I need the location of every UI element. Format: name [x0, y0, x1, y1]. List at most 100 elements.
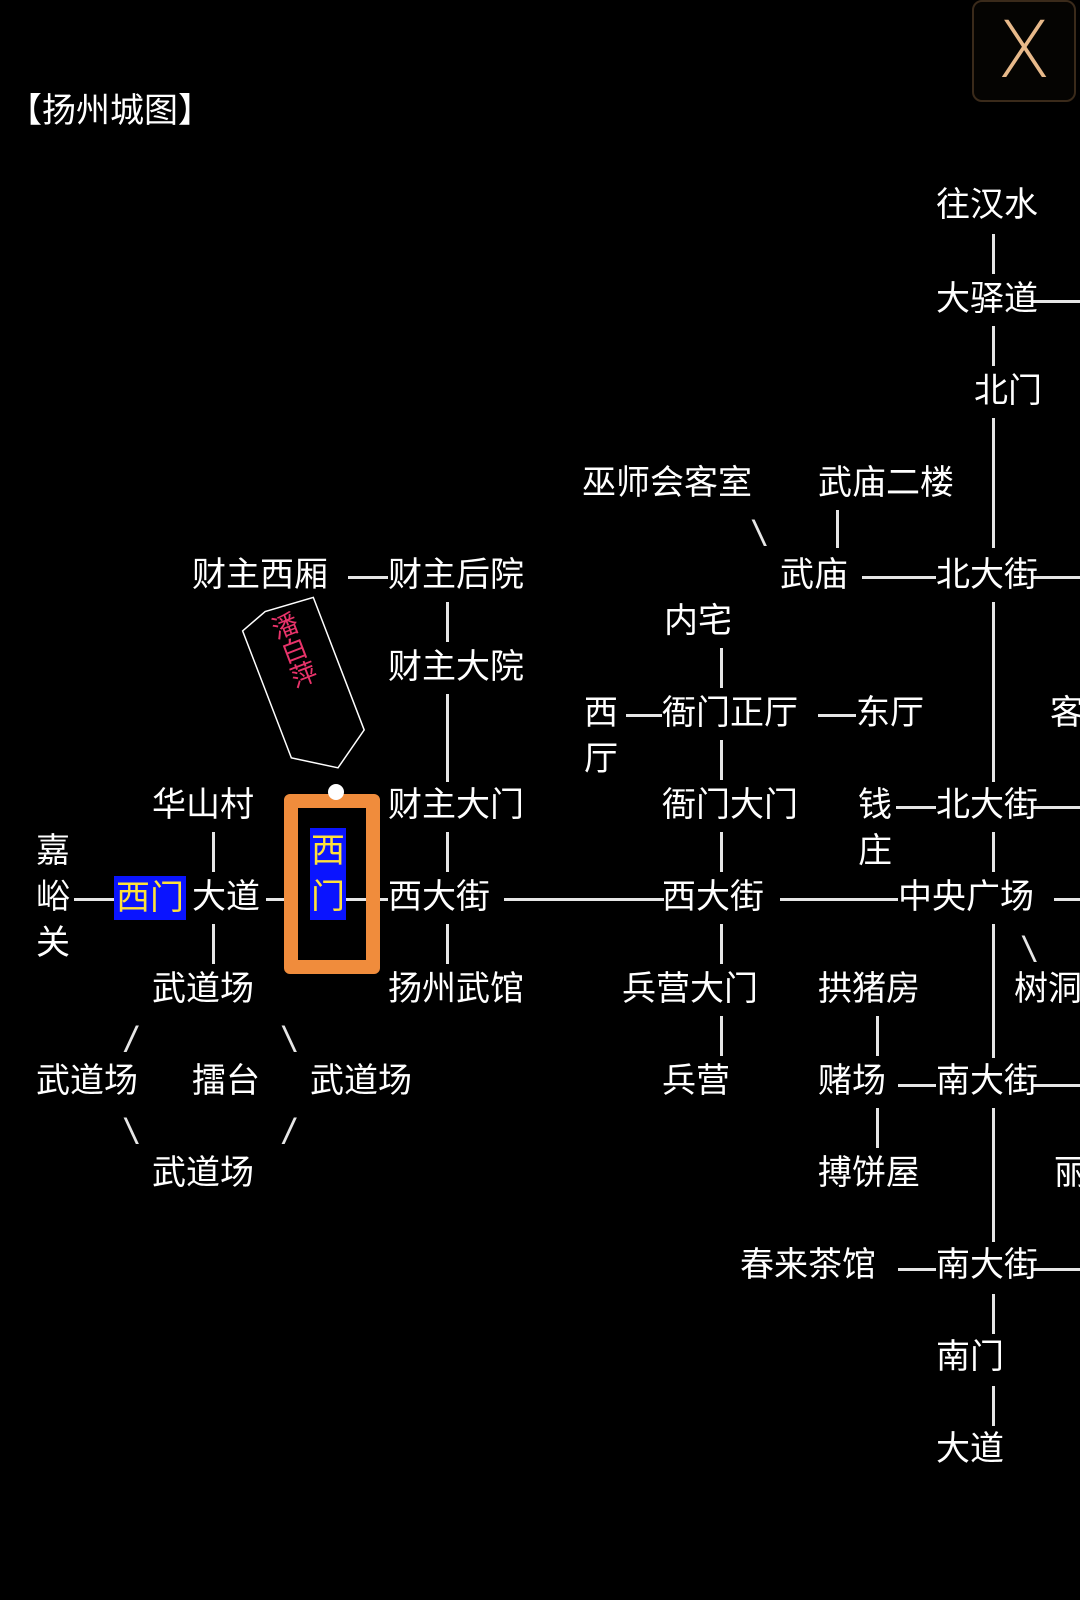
location-dadao[interactable]: 大道	[936, 1429, 1004, 1469]
path-connector	[818, 714, 856, 717]
path-connector-diagonal: /	[122, 1019, 142, 1057]
path-connector	[1032, 576, 1080, 579]
location-neizhai[interactable]: 内宅	[664, 601, 732, 641]
location-chunlai-chaguan[interactable]: 春来茶馆	[740, 1245, 876, 1285]
path-connector-diagonal: \	[1020, 929, 1040, 967]
path-connector	[992, 1108, 995, 1242]
location-ximen-current[interactable]: 西	[310, 828, 346, 874]
location-wushi-keshi[interactable]: 巫师会客室	[582, 463, 752, 503]
player-marker: 潘白萍	[241, 596, 366, 769]
location-wudaochang[interactable]: 武道场	[152, 969, 254, 1009]
path-connector	[1032, 1268, 1080, 1271]
path-connector	[780, 898, 898, 901]
location-wumiao[interactable]: 武庙	[780, 555, 848, 595]
path-connector	[720, 740, 723, 780]
path-connector	[626, 714, 662, 717]
location-yamen-damen[interactable]: 衙门大门	[662, 785, 798, 825]
location-dongting[interactable]: 东厅	[856, 693, 924, 733]
path-connector	[876, 1108, 879, 1148]
location-caizhu-damen[interactable]: 财主大门	[388, 785, 524, 825]
location-jiayuguan[interactable]: 峪	[36, 877, 70, 917]
path-connector	[446, 924, 449, 964]
location-da-yi-dao[interactable]: 大驿道	[936, 279, 1038, 319]
path-connector	[992, 234, 995, 274]
location-xi-dajie[interactable]: 西大街	[662, 877, 764, 917]
path-connector	[504, 898, 664, 901]
path-connector	[446, 832, 449, 872]
location-dadao[interactable]: 大道	[192, 877, 260, 917]
location-yangzhou-wuguan[interactable]: 扬州武馆	[388, 969, 524, 1009]
path-connector	[1054, 898, 1080, 901]
path-connector	[720, 924, 723, 964]
location-ximen-current[interactable]: 门	[310, 874, 346, 920]
location-bingying-damen[interactable]: 兵营大门	[622, 969, 758, 1009]
location-shudong[interactable]: 树洞	[1014, 969, 1080, 1009]
location-qianzhuang[interactable]: 庄	[858, 831, 892, 871]
path-connector	[992, 418, 995, 548]
location-nan-dajie[interactable]: 南大街	[936, 1245, 1038, 1285]
path-connector	[992, 1294, 995, 1334]
marker-tag-shape	[241, 596, 366, 769]
path-connector	[862, 576, 936, 579]
location-bei-dajie[interactable]: 北大街	[936, 555, 1038, 595]
location-yamen-zhengting[interactable]: 衙门正厅	[662, 693, 798, 733]
location-zhongyang-guangchang[interactable]: 中央广场	[898, 877, 1034, 917]
path-connector	[212, 832, 215, 872]
path-connector-diagonal: \	[122, 1111, 142, 1149]
path-connector-diagonal: \	[280, 1019, 300, 1057]
path-connector	[1032, 1084, 1080, 1087]
path-connector	[992, 326, 995, 366]
location-nan-dajie[interactable]: 南大街	[936, 1061, 1038, 1101]
location-caizhu-dayuan[interactable]: 财主大院	[388, 647, 524, 687]
location-wudaochang[interactable]: 武道场	[152, 1153, 254, 1193]
path-connector	[896, 806, 936, 809]
path-connector	[720, 1016, 723, 1056]
path-connector	[212, 924, 215, 964]
path-connector	[446, 694, 449, 782]
location-bei-dajie[interactable]: 北大街	[936, 785, 1038, 825]
path-connector-diagonal: \	[750, 513, 770, 551]
location-huashan-cun[interactable]: 华山村	[152, 785, 254, 825]
location-xi-ting[interactable]: 厅	[584, 739, 618, 779]
location-bingying[interactable]: 兵营	[662, 1061, 730, 1101]
path-connector	[74, 898, 114, 901]
location-wudaochang[interactable]: 武道场	[36, 1061, 138, 1101]
location-qianzhuang[interactable]: 钱	[858, 785, 892, 825]
location-jiayuguan[interactable]: 嘉	[36, 831, 70, 871]
path-connector	[992, 924, 995, 1058]
close-icon: X	[997, 6, 1051, 96]
path-connector	[1032, 300, 1080, 303]
location-wang-hanshui[interactable]: 往汉水	[936, 185, 1038, 225]
path-connector	[992, 832, 995, 872]
location-leitai[interactable]: 擂台	[192, 1061, 260, 1101]
path-connector	[720, 832, 723, 872]
close-button[interactable]: X	[972, 0, 1076, 102]
path-connector	[1032, 806, 1080, 809]
location-caizhu-xixiang[interactable]: 财主西厢	[192, 555, 328, 595]
map-title: 【扬州城图】	[8, 91, 212, 131]
path-connector	[992, 602, 995, 782]
path-connector	[898, 1084, 936, 1087]
pointer-dot	[328, 784, 344, 800]
location-wudaochang[interactable]: 武道场	[310, 1061, 412, 1101]
location-bei-men[interactable]: 北门	[974, 371, 1042, 411]
location-gongzhufang[interactable]: 拱猪房	[818, 969, 920, 1009]
location-wumiao-erlou[interactable]: 武庙二楼	[818, 463, 954, 503]
current-location-frame	[284, 794, 380, 974]
location-jiayuguan[interactable]: 关	[36, 923, 70, 963]
location-li[interactable]: 丽	[1054, 1153, 1080, 1193]
location-nan-men[interactable]: 南门	[936, 1337, 1004, 1377]
location-bobingwu[interactable]: 搏饼屋	[818, 1153, 920, 1193]
location-xi-dajie[interactable]: 西大街	[388, 877, 490, 917]
location-ximen-highlighted[interactable]: 西门	[114, 876, 186, 920]
location-caizhu-houyuan[interactable]: 财主后院	[388, 555, 524, 595]
location-duchang[interactable]: 赌场	[818, 1061, 886, 1101]
path-connector	[992, 1386, 995, 1426]
location-xi-ting[interactable]: 西	[584, 693, 618, 733]
path-connector	[898, 1268, 936, 1271]
path-connector	[720, 648, 723, 688]
path-connector	[446, 602, 449, 642]
location-ke[interactable]: 客	[1050, 693, 1080, 733]
path-connector	[876, 1016, 879, 1056]
